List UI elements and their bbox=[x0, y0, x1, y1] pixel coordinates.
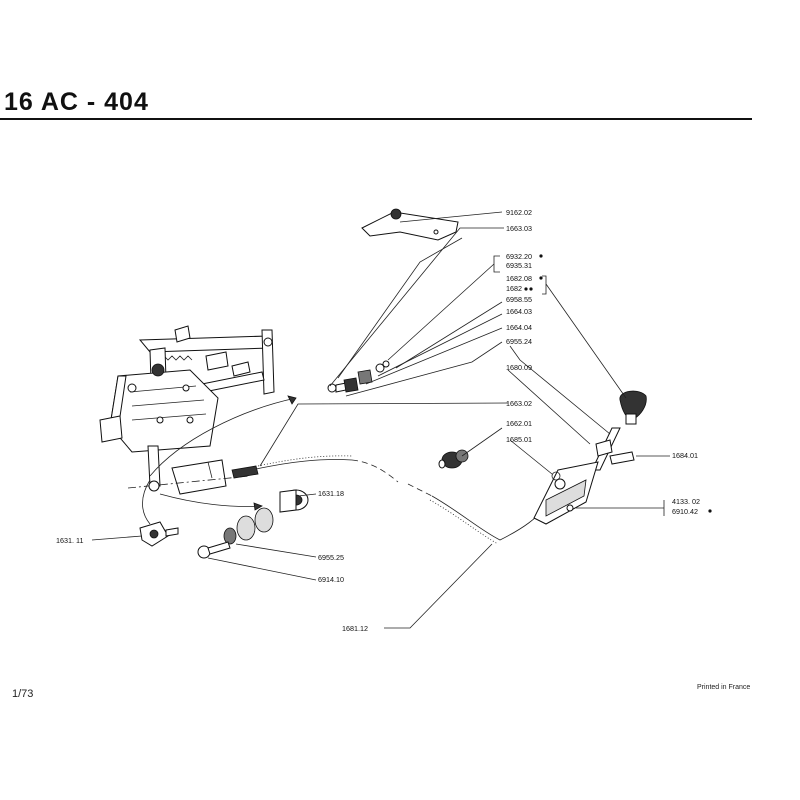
fastener-cluster bbox=[327, 360, 390, 393]
label-6958-55: 6958.55 bbox=[506, 295, 532, 304]
gear-lever-assembly bbox=[533, 390, 647, 525]
header-rule bbox=[0, 118, 752, 120]
part-9162-02-plate bbox=[361, 208, 459, 241]
label-1663-02: 1663.02 bbox=[506, 399, 532, 408]
part-1631-11-clamp bbox=[139, 521, 179, 547]
page-number: 1/73 bbox=[12, 688, 34, 700]
mark-dot-6910-42 bbox=[708, 509, 712, 513]
label-1681-12: 1681.12 bbox=[342, 624, 368, 633]
part-1663-02-cable bbox=[231, 455, 399, 483]
label-6955-25: 6955.25 bbox=[318, 553, 344, 562]
label-1682-08: 1682.08 bbox=[506, 274, 532, 283]
printed-note: Printed in France bbox=[697, 684, 751, 691]
label-6914-10: 6914.10 bbox=[318, 575, 344, 584]
mark-dot-6932-20 bbox=[539, 254, 543, 258]
part-1662-01-bushing bbox=[438, 449, 469, 469]
label-1684-01: 1684.01 bbox=[672, 451, 698, 460]
part-labels: 9162.02 1663.03 6932.20 6935.31 1682.08 … bbox=[56, 208, 712, 633]
label-6955-24: 6955.24 bbox=[506, 337, 532, 346]
label-9162-02: 9162.02 bbox=[506, 208, 532, 217]
mark-dot-1682-08 bbox=[539, 276, 543, 280]
part-1663-03-rod bbox=[337, 237, 463, 379]
page-title: 16 AC - 404 bbox=[4, 88, 149, 116]
part-1631-18-bushing bbox=[279, 489, 309, 513]
part-washers bbox=[223, 507, 274, 545]
label-1664-03: 1664.03 bbox=[506, 307, 532, 316]
label-1685-01: 1685.01 bbox=[506, 435, 532, 444]
label-1682: 1682 bbox=[506, 284, 522, 293]
label-1664-04: 1664.04 bbox=[506, 323, 532, 332]
label-6932-20: 6932.20 bbox=[506, 252, 532, 261]
label-6910-42: 6910.42 bbox=[672, 507, 698, 516]
gearbox-linkage-assembly bbox=[99, 325, 297, 525]
part-1681-12-cable bbox=[407, 483, 553, 545]
label-1662-01: 1662.01 bbox=[506, 419, 532, 428]
leader-lines bbox=[91, 211, 670, 629]
label-1680-09: 1680.09 bbox=[506, 363, 532, 372]
label-1631-18: 1631.18 bbox=[318, 489, 344, 498]
mark-dot-1682-a bbox=[524, 287, 528, 291]
part-6914-10-bolt bbox=[197, 541, 231, 559]
label-6935-31: 6935.31 bbox=[506, 261, 532, 270]
label-1631-11: 1631. 11 bbox=[56, 536, 83, 545]
label-1663-03: 1663.03 bbox=[506, 224, 532, 233]
label-4133-02: 4133. 02 bbox=[672, 497, 700, 506]
mark-dot-1682-b bbox=[529, 287, 533, 291]
